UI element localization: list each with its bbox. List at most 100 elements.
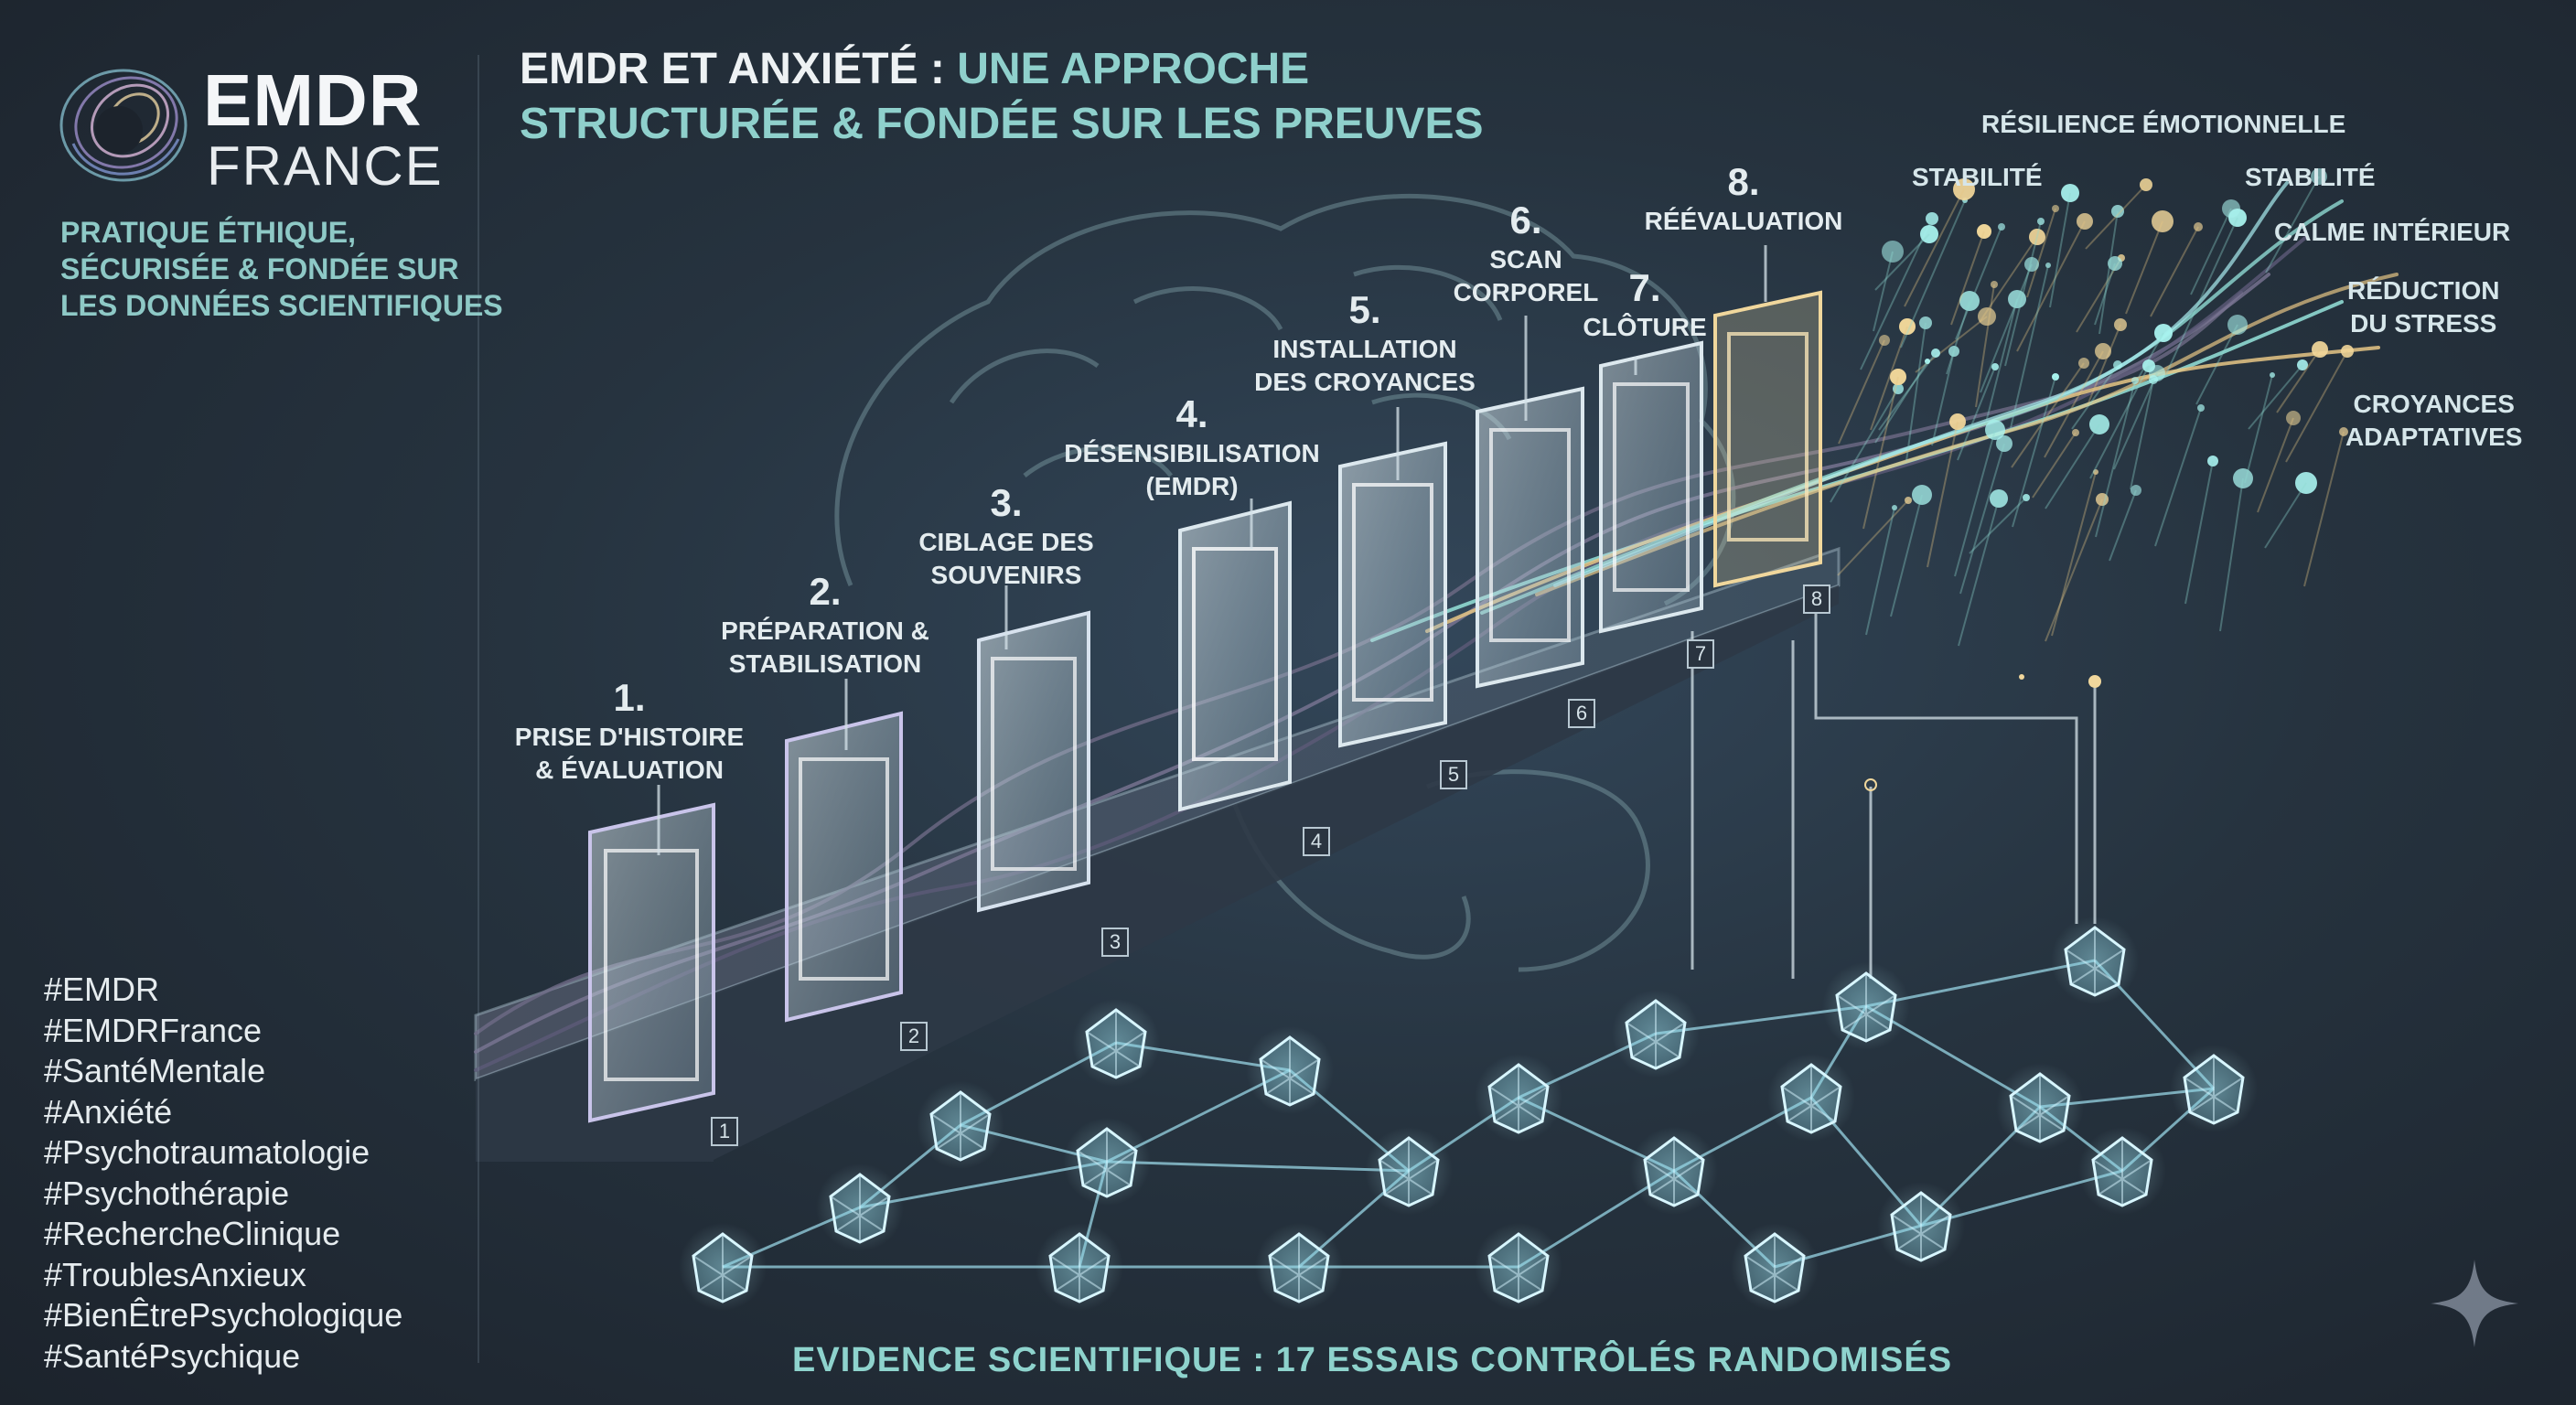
particle-stem — [2285, 350, 2348, 463]
crystal-node-icon — [1246, 1026, 1334, 1114]
title-line-2: STRUCTURÉE & FONDÉE SUR LES PREUVES — [520, 100, 1484, 148]
particle-dot — [1912, 485, 1932, 505]
particle-dot — [1959, 291, 1980, 311]
particle-dot — [2095, 343, 2111, 359]
particle-stem — [1890, 494, 1923, 617]
crystal-nodes — [679, 917, 2258, 1311]
crystal-node-icon — [1036, 1223, 1123, 1311]
particle-dot — [2024, 257, 2039, 272]
crystal-node-icon — [679, 1223, 767, 1311]
stage-number: 7. — [1628, 266, 1661, 309]
marker-2: 2 — [908, 1024, 919, 1047]
outcome-particles — [1830, 168, 2354, 647]
particle-stem — [1878, 352, 1937, 431]
stage-text: CLÔTURE — [1583, 313, 1707, 341]
particle-stem — [1985, 298, 2018, 424]
stage-frame-5 — [1338, 441, 1447, 748]
particle-stem — [1905, 322, 1927, 462]
particle-stem — [1865, 507, 1895, 636]
particle-stem — [1860, 218, 1933, 370]
hashtag: #Anxiété — [44, 1092, 173, 1131]
particle-dot — [1893, 383, 1904, 394]
particle-dot — [1892, 505, 1897, 510]
hashtag-list: #EMDR #EMDRFrance #SantéMentale #Anxiété… — [44, 970, 402, 1377]
stage-text: INSTALLATION — [1272, 335, 1457, 363]
logo-word-emdr: EMDR — [203, 59, 423, 141]
particle-stem — [2165, 217, 2238, 375]
emdr-france-logo: EMDR FRANCE — [55, 57, 442, 194]
particle-dot — [2111, 205, 2124, 218]
marker-7: 7 — [1695, 642, 1706, 665]
particle-dot — [2227, 315, 2248, 335]
particle-dot — [2037, 218, 2045, 225]
stage-number: 3. — [990, 481, 1023, 524]
outcome-text: RÉDUCTION — [2347, 276, 2500, 305]
particle-dot — [2197, 404, 2205, 412]
particle-dot — [1978, 307, 1996, 326]
marker-1: 1 — [719, 1120, 730, 1142]
crystal-node-icon — [1072, 999, 1160, 1087]
particle-stem — [2051, 471, 2097, 637]
particle-dot — [2089, 414, 2109, 434]
hashtag: #Psychotraumatologie — [44, 1133, 370, 1171]
particle-stem — [1874, 233, 1930, 291]
particle-stem — [1904, 188, 1965, 307]
particle-dot — [2149, 375, 2158, 384]
particle-stem — [2012, 376, 2056, 528]
stage-frame-4 — [1178, 500, 1292, 812]
particle-stem — [1870, 326, 1908, 431]
stage-number: 2. — [809, 570, 842, 613]
network-edge — [1106, 1160, 1410, 1173]
particle-stem — [2244, 374, 2273, 484]
particle-dot — [2297, 359, 2308, 370]
particle-stem — [2044, 350, 2104, 458]
particle-dot — [2113, 360, 2122, 370]
particle-dot — [2077, 213, 2093, 230]
particle-dot — [1990, 489, 2008, 508]
particle-stem — [1837, 499, 1909, 576]
hashtag: #TroublesAnxieux — [44, 1255, 306, 1293]
particle-dot — [1890, 369, 1906, 385]
stage-number: 1. — [613, 676, 646, 719]
crystal-node-icon — [1767, 1054, 1855, 1142]
particle-stem — [2045, 499, 2103, 642]
particle-dot — [2270, 372, 2275, 378]
particle-stem — [1946, 300, 1970, 375]
particle-stem — [2264, 482, 2307, 549]
particle-dot — [1926, 212, 1938, 225]
crystal-node-icon — [1630, 1127, 1718, 1215]
particle-dot — [2312, 341, 2328, 358]
particle-stem — [1862, 376, 1899, 530]
page-title: EMDR ET ANXIÉTÉ : UNE APPROCHE STRUCTURÉ… — [520, 42, 1483, 152]
particle-stem — [2089, 365, 2150, 479]
spiral-sphere-logo — [59, 69, 188, 182]
crystal-node-icon — [1877, 1182, 1965, 1270]
stage-text: RÉÉVALUATION — [1644, 207, 1843, 235]
crystal-node-icon — [1822, 962, 1910, 1050]
hashtag: #EMDRFrance — [44, 1011, 263, 1049]
particle-dot — [1919, 316, 1932, 329]
particle-dot — [1985, 420, 2005, 440]
particle-stem — [1838, 339, 1885, 445]
particle-dot — [2286, 411, 2301, 425]
particle-dot — [2207, 456, 2218, 467]
stage-frame-2 — [785, 711, 903, 1023]
particle-stem — [2049, 192, 2071, 308]
particle-stem — [2190, 208, 2232, 295]
particle-stem — [1950, 231, 1985, 326]
crystal-node-icon — [1475, 1054, 1562, 1142]
particle-stem — [2071, 364, 2119, 430]
stage-label-4: 4.DÉSENSIBILISATION(EMDR) — [1064, 391, 1320, 503]
outcome-calm: CALME INTÉRIEUR — [2274, 218, 2511, 246]
particle-stem — [2150, 226, 2199, 317]
crystal-node-icon — [1365, 1127, 1453, 1215]
outcome-stability-right: STABILITÉ — [2245, 163, 2376, 191]
stage-text: SCAN — [1489, 245, 1562, 273]
marker-4: 4 — [1311, 830, 1322, 853]
particle-dot — [2140, 178, 2152, 191]
crystal-node-icon — [816, 1164, 904, 1251]
particle-dot — [1949, 413, 1966, 430]
stage-text: PRISE D'HISTOIRE — [514, 723, 745, 751]
